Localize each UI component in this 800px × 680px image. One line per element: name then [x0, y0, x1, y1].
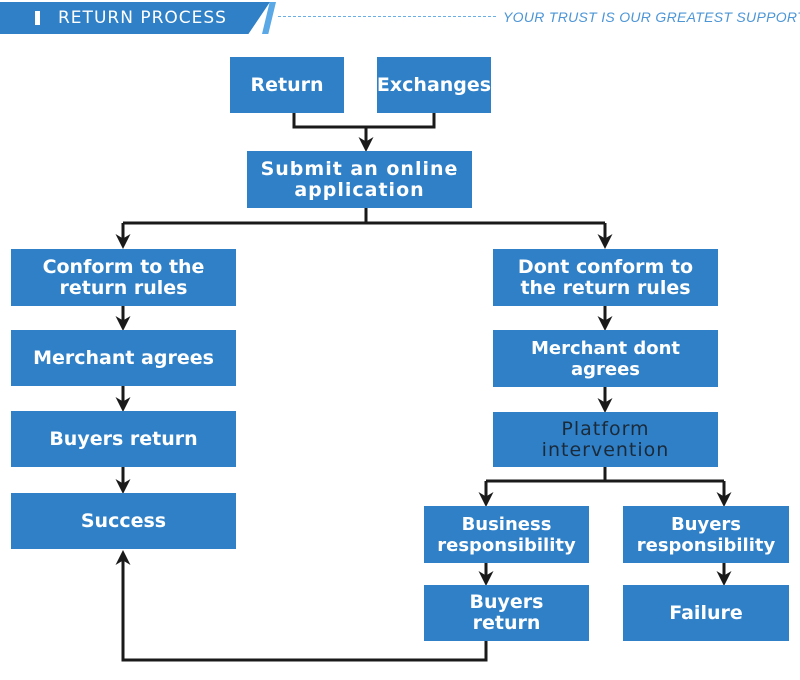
bar-icon — [35, 11, 40, 25]
node-merchant-agrees: Merchant agrees — [11, 330, 236, 386]
header-dashed-divider — [278, 16, 496, 17]
node-buyers-return-right: Buyers return — [424, 585, 589, 641]
node-conform-rules: Conform to the return rules — [11, 249, 236, 306]
connector-exchanges — [366, 113, 436, 129]
arrow-loop-to-success — [115, 550, 488, 662]
connector-return — [292, 113, 366, 129]
node-submit-application: Submit an online application — [247, 151, 472, 208]
header-banner — [0, 2, 270, 34]
node-platform-intervention: Platform intervention — [493, 412, 718, 467]
node-business-responsibility: Business responsibility — [424, 506, 589, 563]
node-buyers-responsibility: Buyers responsibility — [623, 506, 789, 563]
header-slogan: YOUR TRUST IS OUR GREATEST SUPPORT — [503, 9, 800, 25]
node-failure: Failure — [623, 585, 789, 641]
node-merchant-dont-agrees: Merchant dont agrees — [493, 330, 718, 387]
node-dont-conform-rules: Dont conform to the return rules — [493, 249, 718, 306]
page-title: RETURN PROCESS — [58, 8, 227, 28]
node-return: Return — [230, 57, 344, 113]
node-exchanges: Exchanges — [377, 57, 491, 113]
node-success: Success — [11, 493, 236, 549]
node-buyers-return-left: Buyers return — [11, 411, 236, 467]
